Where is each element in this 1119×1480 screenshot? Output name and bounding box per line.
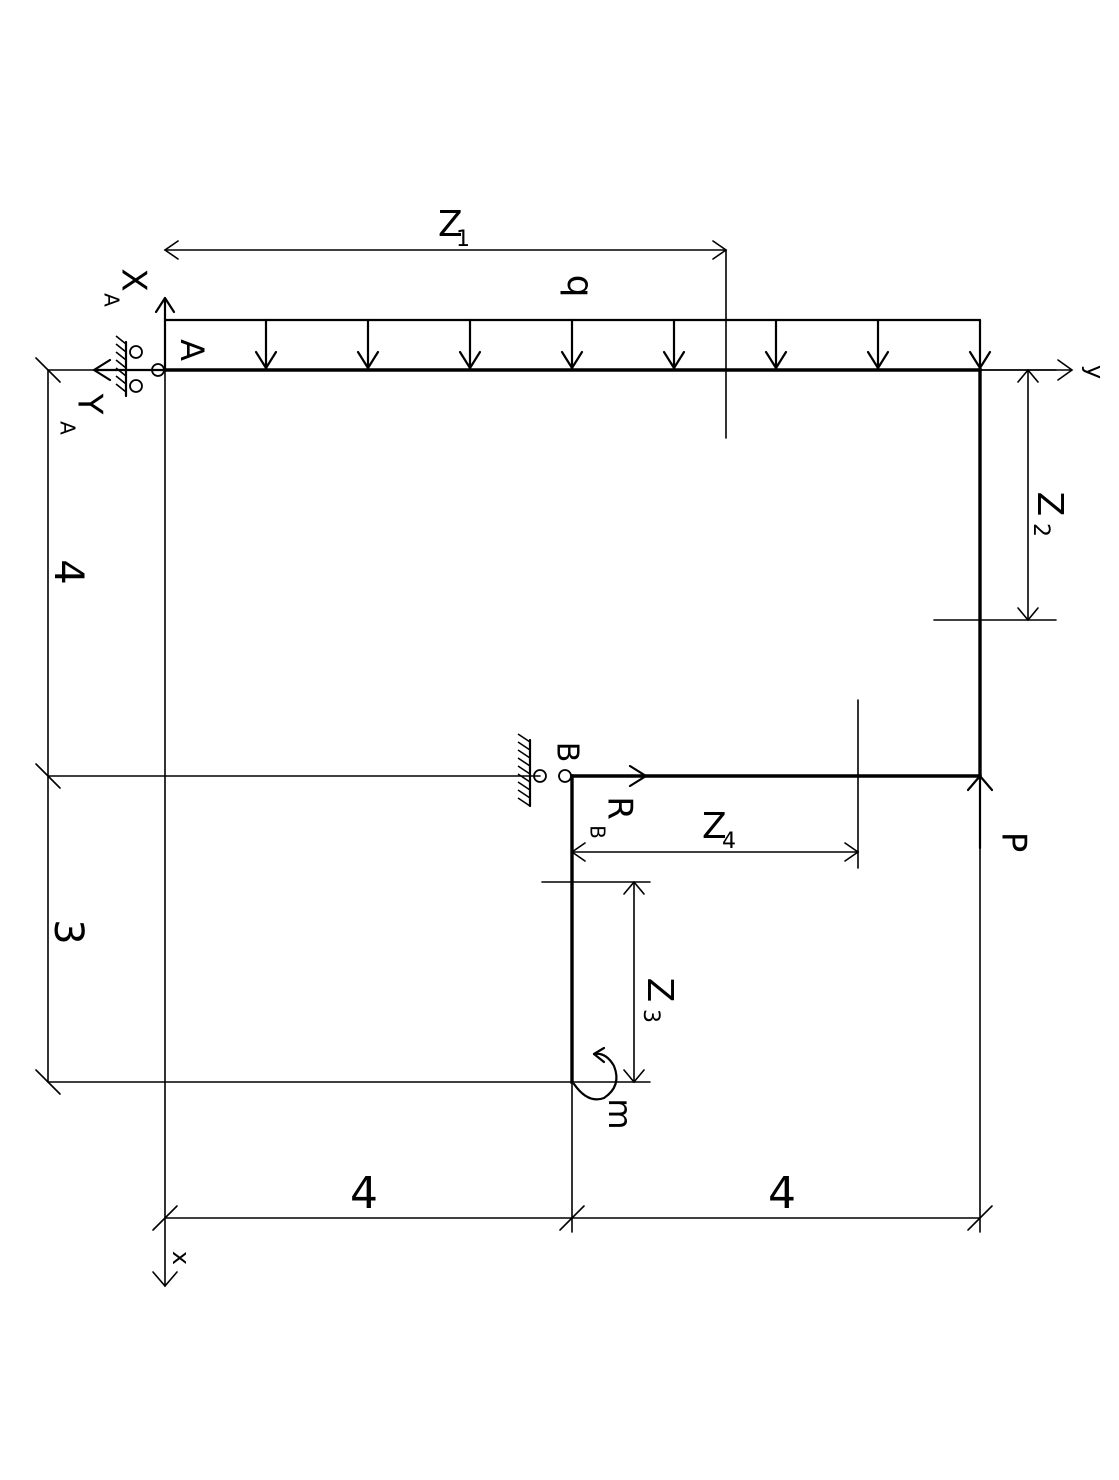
z3-subscript: 3 <box>638 1009 663 1023</box>
dimension-left: 4 3 <box>35 357 573 1095</box>
z4-label: Z <box>702 806 727 847</box>
load-arrows <box>254 318 992 370</box>
z2-label: Z <box>1029 492 1070 517</box>
support-b-hatch <box>517 733 531 807</box>
support-a-hatch <box>115 335 127 393</box>
support-b: B <box>517 733 585 808</box>
z1-subscript: 1 <box>456 227 470 252</box>
dimension-z3: Z 3 <box>541 880 680 1084</box>
moment-m-arc <box>572 1052 618 1101</box>
reaction-xa-arrow <box>154 296 176 372</box>
reaction-rb: R B <box>570 764 648 839</box>
reaction-xa-subscript: A <box>100 293 124 307</box>
reaction-rb-arrow <box>570 764 648 788</box>
moment-m-label: m <box>601 1098 639 1129</box>
dimension-z4: Z 4 <box>570 699 860 869</box>
dimension-left-upper: 4 <box>45 559 91 584</box>
axis-x-arrow <box>152 1271 178 1288</box>
dimension-bottom-right: 4 <box>768 1168 796 1219</box>
dimension-z1: Z 1 <box>163 204 728 439</box>
reaction-ya-label: Y <box>70 393 110 415</box>
dimension-bottom: 4 4 <box>152 775 993 1233</box>
axis-y-label: y <box>1081 365 1109 379</box>
support-a: A <box>115 335 211 398</box>
support-a-label: A <box>173 339 211 361</box>
reaction-xa: X A <box>100 268 176 372</box>
z3-label: Z <box>639 978 680 1003</box>
distributed-load-q: q <box>163 275 992 370</box>
reaction-xa-label: X <box>114 268 154 291</box>
z1-label: Z <box>438 204 463 245</box>
dimension-z2: Z 2 <box>933 368 1070 622</box>
reaction-ya: Y A <box>56 358 167 435</box>
moment-m: m <box>572 1046 639 1130</box>
axis-y-arrow <box>1057 359 1074 381</box>
axis-x-label: x <box>167 1251 195 1265</box>
reaction-rb-label: R <box>600 796 640 820</box>
force-p-label: P <box>994 832 1034 853</box>
force-p: P <box>966 774 1034 853</box>
support-b-pin <box>558 769 572 783</box>
support-b-label: B <box>550 742 585 763</box>
dimension-left-lower: 3 <box>45 919 91 944</box>
reaction-rb-subscript: B <box>586 825 610 839</box>
z4-subscript: 4 <box>722 829 736 854</box>
dimension-bottom-left: 4 <box>350 1168 378 1219</box>
moment-m-arrowhead <box>592 1046 606 1064</box>
reaction-ya-subscript: A <box>56 421 80 435</box>
axis-x: x <box>152 369 195 1288</box>
z2-subscript: 2 <box>1028 523 1053 537</box>
load-q-label: q <box>559 275 600 298</box>
